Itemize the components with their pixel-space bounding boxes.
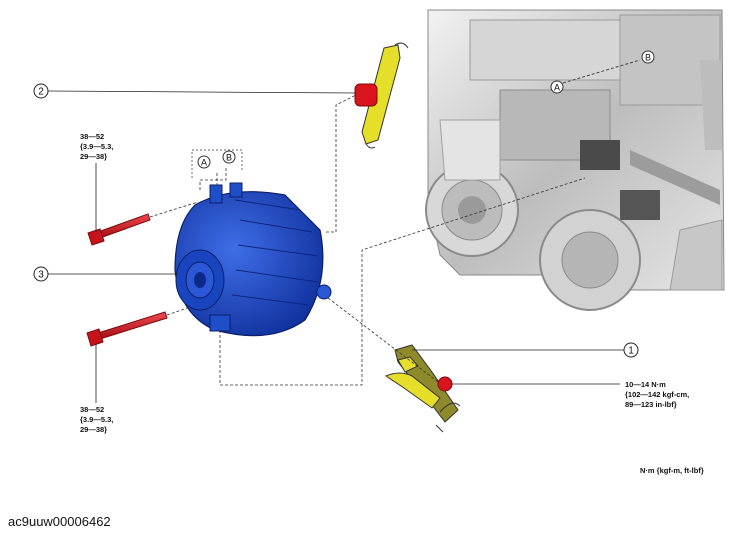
torque-lower-line-3: 29—38} (80, 425, 107, 434)
engine-letter-b: B (645, 53, 651, 63)
terminal-cover-part-1 (384, 344, 461, 433)
torque-lower-line-1: 38—52 (80, 405, 104, 414)
torque-upper-line-3: 29—38} (80, 152, 107, 161)
engine-block-image (425, 9, 725, 311)
callout-2-number: 2 (38, 87, 44, 98)
callout-1-number: 1 (628, 346, 634, 357)
alt-letter-b: B (226, 153, 232, 163)
torque-terminal-line-1: 10—14 N·m (625, 380, 666, 389)
units-note: N·m {kgf-m, ft-lbf} (640, 466, 704, 475)
torque-spec-lower: 38—52 {3.9—5.3, 29—38} (80, 344, 113, 434)
callout-1: 1 (412, 342, 639, 358)
callout-3: 3 (33, 266, 178, 282)
torque-terminal-line-2: {102—142 kgf-cm, (625, 390, 689, 399)
torque-upper-line-1: 38—52 (80, 132, 104, 141)
assembly-dashed-lines (149, 94, 586, 386)
torque-spec-terminal: 10—14 N·m {102—142 kgf-cm, 89—123 in-lbf… (452, 380, 689, 409)
torque-spec-upper: 38—52 {3.9—5.3, 29—38} (80, 132, 113, 232)
alt-letter-a: A (201, 158, 207, 168)
engine-letter-a: A (554, 83, 560, 93)
torque-upper-line-2: {3.9—5.3, (80, 142, 113, 151)
bolt-lower (86, 311, 168, 347)
engine-reference-marks: A B (550, 50, 655, 94)
callout-3-number: 3 (38, 270, 44, 281)
torque-lower-line-2: {3.9—5.3, (80, 415, 113, 424)
bolt-upper (87, 213, 151, 246)
alternator-reference-marks: A B (191, 149, 243, 178)
callout-2: 2 (33, 83, 357, 99)
figure-id: ac9uuw00006462 (8, 514, 111, 529)
torque-terminal-line-3: 89—123 in-lbf} (625, 400, 677, 409)
bracket-part-2 (354, 42, 409, 149)
alternator-part-3 (174, 182, 332, 337)
